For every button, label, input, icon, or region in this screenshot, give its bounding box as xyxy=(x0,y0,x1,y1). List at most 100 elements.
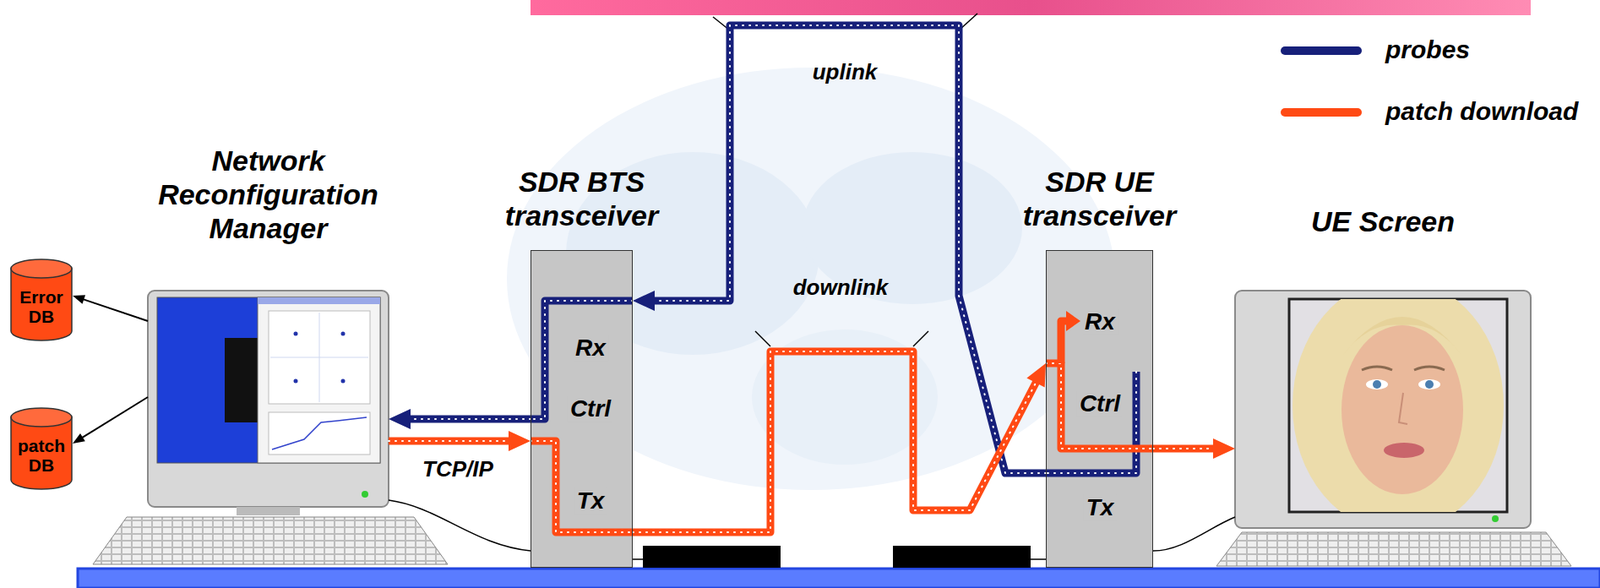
left-computer xyxy=(270,357,369,359)
transceiver-box: SDR UE transceiverRxCtrlTx xyxy=(1045,250,1154,568)
right-computer xyxy=(1383,442,1425,458)
cylinder-body xyxy=(10,268,72,341)
right-computer xyxy=(1341,325,1464,495)
connector xyxy=(72,294,148,322)
bottom-band xyxy=(77,568,1600,588)
cylinder-top xyxy=(10,408,72,427)
left-computer xyxy=(157,297,381,463)
left-computer xyxy=(236,506,300,516)
left-computer xyxy=(293,331,299,337)
right-computer xyxy=(1343,316,1462,355)
connector-dots xyxy=(388,440,511,442)
arrow-head xyxy=(1213,438,1236,459)
left-computer xyxy=(268,310,371,404)
right-computer xyxy=(1216,278,1572,566)
internal-signal-path xyxy=(530,440,633,533)
antenna xyxy=(642,13,1031,568)
connector-dots xyxy=(408,418,531,420)
port-label: Rx xyxy=(1082,309,1118,336)
antenna xyxy=(913,331,929,347)
internal-signal-path xyxy=(530,300,1154,533)
port-label: Tx xyxy=(574,488,608,515)
internal-signal-path xyxy=(530,440,633,533)
cylinder-top xyxy=(10,259,72,278)
internal-signal-path xyxy=(1066,310,1081,332)
right-computer xyxy=(1361,366,1393,371)
left-computer xyxy=(341,331,346,337)
computer: Network Reconfiguration Manager xyxy=(147,290,389,507)
transceiver-box: SDR BTS transceiverRxCtrlTx xyxy=(530,250,633,568)
cable xyxy=(1153,517,1236,551)
connector xyxy=(1153,438,1236,459)
antenna xyxy=(755,331,771,347)
connector xyxy=(388,408,531,430)
left-computer xyxy=(257,297,381,463)
transceiver-housing xyxy=(530,250,633,568)
right-computer xyxy=(1292,299,1504,512)
connector-line xyxy=(632,351,1037,533)
link-label: TCP/IP xyxy=(419,456,496,483)
database-cylinder: patch DB xyxy=(10,407,73,490)
legend-swatch xyxy=(1280,108,1362,117)
node-heading: SDR BTS transceiver xyxy=(480,164,684,233)
node-heading: UE Screen xyxy=(1247,204,1519,239)
left-computer xyxy=(92,517,448,565)
database-label: Error DB xyxy=(12,287,71,327)
right-computer xyxy=(1216,532,1572,566)
arrow-head xyxy=(72,294,86,304)
legend-text: patch download xyxy=(1385,97,1579,127)
node-heading: SDR UE transceiver xyxy=(998,164,1202,233)
legend-swatch xyxy=(1280,46,1362,55)
link-label: downlink xyxy=(790,274,892,301)
right-computer xyxy=(1372,380,1382,389)
cylinder-body xyxy=(10,417,72,490)
antenna xyxy=(892,545,1031,568)
internal-signal-path xyxy=(1045,363,1154,449)
connector-line xyxy=(388,437,511,446)
internal-signal-path xyxy=(1045,363,1154,449)
connector-line xyxy=(408,415,531,424)
left-computer xyxy=(293,379,299,384)
arrow-head xyxy=(72,433,86,444)
connector-line xyxy=(81,397,148,439)
right-computer xyxy=(1365,379,1388,390)
port-label: Tx xyxy=(1083,495,1117,522)
legend-text: probes xyxy=(1385,35,1470,66)
arrow-head xyxy=(388,408,411,430)
port-label: Rx xyxy=(572,335,609,362)
connector-line xyxy=(81,299,148,322)
left-computer xyxy=(92,290,448,565)
top-banner xyxy=(530,0,1531,16)
right-computer xyxy=(1418,379,1441,390)
database-cylinder: Error DB xyxy=(10,258,73,342)
connector-dots xyxy=(653,25,1046,474)
port-label: Ctrl xyxy=(1077,391,1123,418)
right-computer xyxy=(1491,515,1499,523)
left-computer xyxy=(268,412,371,455)
cable xyxy=(388,500,531,551)
connector-dots xyxy=(1153,447,1215,450)
arrow-head xyxy=(1026,363,1046,388)
left-computer xyxy=(341,379,346,384)
left-computer xyxy=(272,417,367,450)
transceiver-housing xyxy=(530,250,1154,568)
right-computer xyxy=(1398,392,1408,425)
cable xyxy=(1030,558,1046,561)
cable xyxy=(632,558,643,561)
right-computer xyxy=(1414,366,1445,371)
antenna xyxy=(642,545,781,568)
top-banner xyxy=(530,0,1531,16)
connector-line xyxy=(1153,445,1215,453)
bottom-band xyxy=(77,568,1600,588)
connector xyxy=(632,25,1046,474)
connector-dots xyxy=(632,351,1037,533)
arrow-head xyxy=(508,430,531,452)
computer: UE Screen xyxy=(1235,290,1531,528)
database-label: patch DB xyxy=(12,435,71,475)
link-label: uplink xyxy=(810,59,881,86)
left-computer xyxy=(361,490,369,498)
left-computer xyxy=(257,297,381,305)
connector-line xyxy=(653,25,1046,474)
